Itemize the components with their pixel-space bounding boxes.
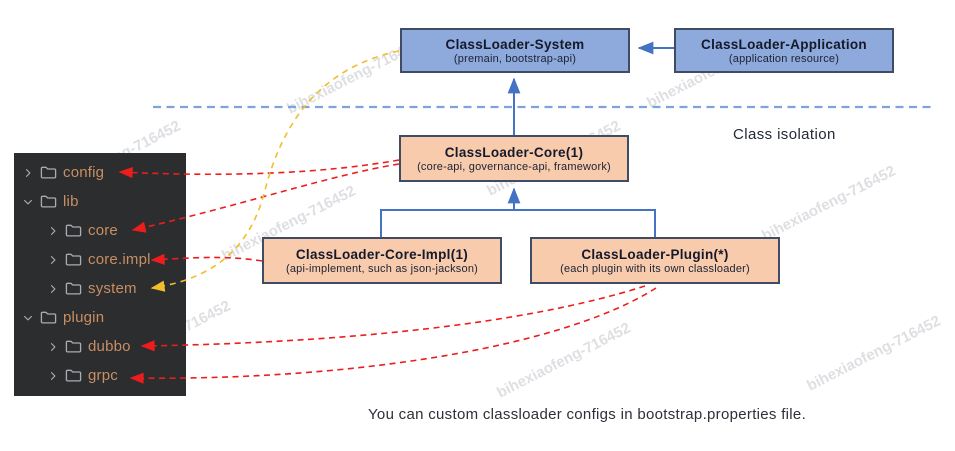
chevron-right-icon[interactable] — [22, 167, 34, 179]
chevron-down-icon[interactable] — [22, 312, 34, 324]
class-isolation-label: Class isolation — [733, 126, 836, 143]
tree-item-label: system — [88, 280, 137, 297]
folder-icon — [40, 194, 57, 209]
box-title: ClassLoader-System — [445, 36, 585, 52]
tree-item-label: lib — [63, 193, 79, 210]
box-title: ClassLoader-Core(1) — [444, 144, 584, 160]
arrow-plugin-to-grpc-folder — [129, 287, 657, 384]
box-subtitle: (api-implement, such as json-jackson) — [285, 262, 479, 275]
tree-item-dubbo[interactable]: dubbo — [14, 332, 186, 361]
box-classloader-core: ClassLoader-Core(1) (core-api, governanc… — [399, 135, 629, 182]
folder-icon — [65, 339, 82, 354]
box-title: ClassLoader-Plugin(*) — [581, 246, 729, 262]
chevron-right-icon[interactable] — [47, 283, 59, 295]
tree-item-label: grpc — [88, 367, 118, 384]
tree-item-core-impl[interactable]: core.impl — [14, 245, 186, 274]
box-subtitle: (premain, bootstrap-api) — [453, 52, 577, 65]
box-title: ClassLoader-Application — [701, 36, 867, 52]
tree-item-label: core.impl — [88, 251, 151, 268]
folder-icon — [40, 310, 57, 325]
tree-item-system[interactable]: system — [14, 274, 186, 303]
box-classloader-system: ClassLoader-System (premain, bootstrap-a… — [400, 28, 630, 73]
file-tree-panel: config lib core core.impl system plugin — [14, 153, 186, 396]
watermark: bihexiaofeng-716452 — [804, 312, 944, 395]
tree-item-plugin[interactable]: plugin — [14, 303, 186, 332]
chevron-down-icon[interactable] — [22, 196, 34, 208]
box-classloader-application: ClassLoader-Application (application res… — [674, 28, 894, 73]
folder-icon — [65, 223, 82, 238]
tree-item-lib[interactable]: lib — [14, 187, 186, 216]
folder-icon — [65, 281, 82, 296]
tree-item-label: dubbo — [88, 338, 131, 355]
chevron-right-icon[interactable] — [47, 225, 59, 237]
box-classloader-core-impl: ClassLoader-Core-Impl(1) (api-implement,… — [262, 237, 502, 284]
box-subtitle: (core-api, governance-api, framework) — [417, 160, 611, 173]
box-subtitle: (each plugin with its own classloader) — [560, 262, 750, 275]
box-subtitle: (application resource) — [728, 52, 840, 65]
tree-item-label: config — [63, 164, 105, 181]
box-classloader-plugin: ClassLoader-Plugin(*) (each plugin with … — [530, 237, 780, 284]
folder-icon — [65, 252, 82, 267]
chevron-right-icon[interactable] — [47, 254, 59, 266]
folder-icon — [65, 368, 82, 383]
tree-item-grpc[interactable]: grpc — [14, 361, 186, 390]
tree-item-label: plugin — [63, 309, 105, 326]
watermark: bihexiaofeng-716452 — [759, 162, 899, 245]
watermark: bihexiaofeng-716452 — [494, 319, 634, 402]
connector-children-to-core — [380, 209, 656, 237]
tree-item-config[interactable]: config — [14, 158, 186, 187]
folder-icon — [40, 165, 57, 180]
chevron-right-icon[interactable] — [47, 341, 59, 353]
caption-text: You can custom classloader configs in bo… — [368, 406, 807, 423]
chevron-right-icon[interactable] — [47, 370, 59, 382]
box-title: ClassLoader-Core-Impl(1) — [295, 246, 469, 262]
tree-item-core[interactable]: core — [14, 216, 186, 245]
tree-item-label: core — [88, 222, 118, 239]
